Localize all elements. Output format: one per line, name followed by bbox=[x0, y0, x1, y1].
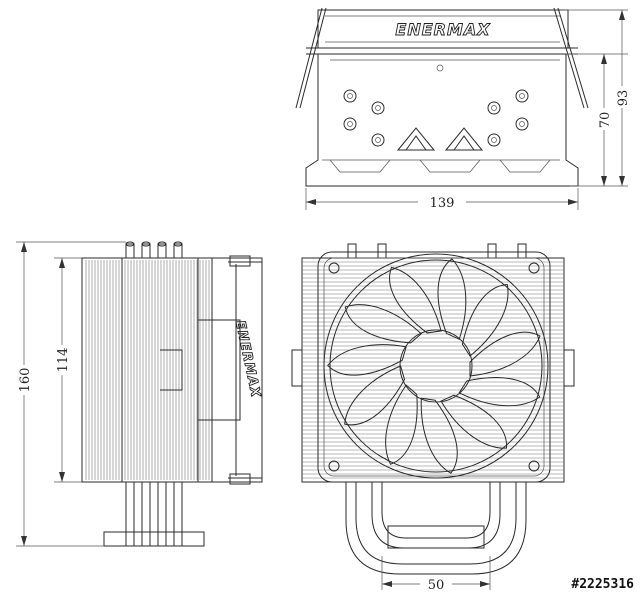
dim-label-70: 70 bbox=[598, 112, 613, 129]
fan-blade bbox=[469, 331, 541, 377]
fin-wedge-right bbox=[444, 127, 484, 151]
dim-label-160: 160 bbox=[18, 368, 33, 393]
front-view: ENERMAX 50 bbox=[291, 243, 575, 593]
watermark: #2225316 bbox=[571, 577, 634, 592]
fan-ring-inner bbox=[329, 259, 543, 473]
front-heatpipe-loops bbox=[345, 482, 527, 575]
dim-label-93: 93 bbox=[616, 90, 631, 107]
side-fin-stack bbox=[81, 257, 213, 483]
fan-blades bbox=[327, 258, 541, 474]
top-brand-logo: ENERMAX bbox=[395, 20, 490, 39]
fan-mount-holes bbox=[328, 262, 540, 472]
top-view: ENERMAX 139 bbox=[295, 7, 631, 211]
dim-top-heights: 70 93 bbox=[560, 9, 631, 187]
side-heatpipe-legs bbox=[103, 481, 205, 547]
clip-right bbox=[564, 349, 575, 387]
fan-blade bbox=[385, 384, 418, 465]
dim-label-114: 114 bbox=[56, 348, 71, 373]
fan-frame bbox=[317, 251, 551, 483]
dim-base-width: 50 bbox=[381, 556, 491, 593]
fan-blade bbox=[344, 304, 423, 344]
side-fan: ENERMAX bbox=[160, 255, 263, 485]
fan-ring-outer bbox=[323, 253, 549, 479]
fan-blade bbox=[461, 284, 509, 357]
dim-label-50: 50 bbox=[428, 578, 445, 593]
clip-left bbox=[291, 349, 302, 387]
heatpipe-tips bbox=[343, 89, 529, 147]
side-brand-logo: ENERMAX bbox=[232, 319, 263, 399]
fan-blade bbox=[344, 365, 406, 426]
fin-wedge-left bbox=[396, 127, 436, 151]
fan-clip-right bbox=[557, 7, 589, 109]
side-heatpipe-tops bbox=[125, 241, 183, 259]
front-fin-stack bbox=[301, 257, 565, 483]
front-heatpipe-tops bbox=[347, 243, 527, 259]
side-view: ENERMAX 160 114 bbox=[14, 241, 263, 547]
fan-blade bbox=[389, 266, 442, 334]
fan-blade bbox=[327, 344, 407, 376]
dim-label-139: 139 bbox=[430, 196, 455, 211]
dim-side-heights: 160 114 bbox=[14, 241, 126, 547]
fan-clip-left bbox=[295, 7, 323, 109]
dim-top-width: 139 bbox=[305, 188, 579, 211]
top-heatsink-body bbox=[305, 54, 579, 187]
fan-blade bbox=[420, 397, 458, 474]
fan-hub bbox=[399, 329, 473, 403]
fan-blade bbox=[437, 258, 467, 340]
fan-blade bbox=[458, 377, 541, 407]
fan-blade bbox=[440, 394, 507, 449]
